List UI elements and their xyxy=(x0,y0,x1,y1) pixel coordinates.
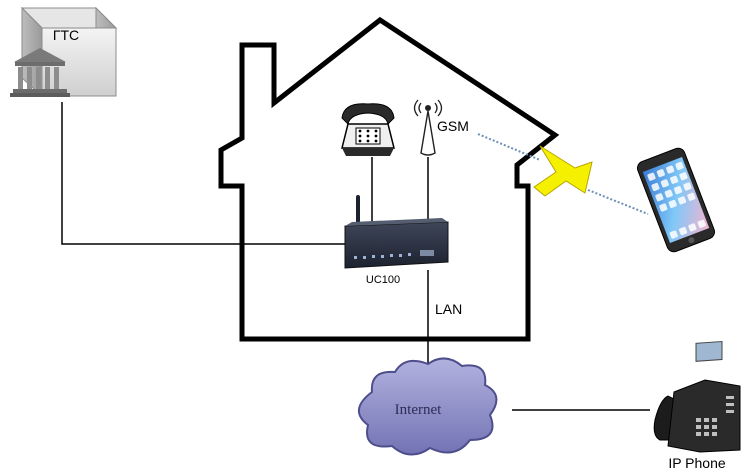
device-label: UC100 xyxy=(366,274,400,286)
cloud-icon xyxy=(358,357,498,456)
ip-phone-label: IP Phone xyxy=(668,455,726,471)
beam-to-phone xyxy=(587,189,649,215)
smartphone-icon xyxy=(637,147,715,253)
wireless-beam xyxy=(477,133,649,215)
house-outline xyxy=(218,16,560,342)
exchange-building-icon xyxy=(10,6,118,98)
pstn-line xyxy=(61,102,345,245)
gateway-device-icon xyxy=(344,195,449,269)
lan-label: LAN xyxy=(435,301,462,317)
lightning-icon xyxy=(533,145,593,197)
beam-to-gsm xyxy=(477,133,541,161)
pstn-label: ГТС xyxy=(53,27,79,43)
gsm-label: GSM xyxy=(437,118,469,134)
connector-lines xyxy=(61,102,650,411)
ip-phone-icon xyxy=(653,340,741,453)
telephone-icon xyxy=(341,103,395,156)
internet-label: Internet xyxy=(395,402,442,418)
antenna-icon xyxy=(413,99,443,156)
